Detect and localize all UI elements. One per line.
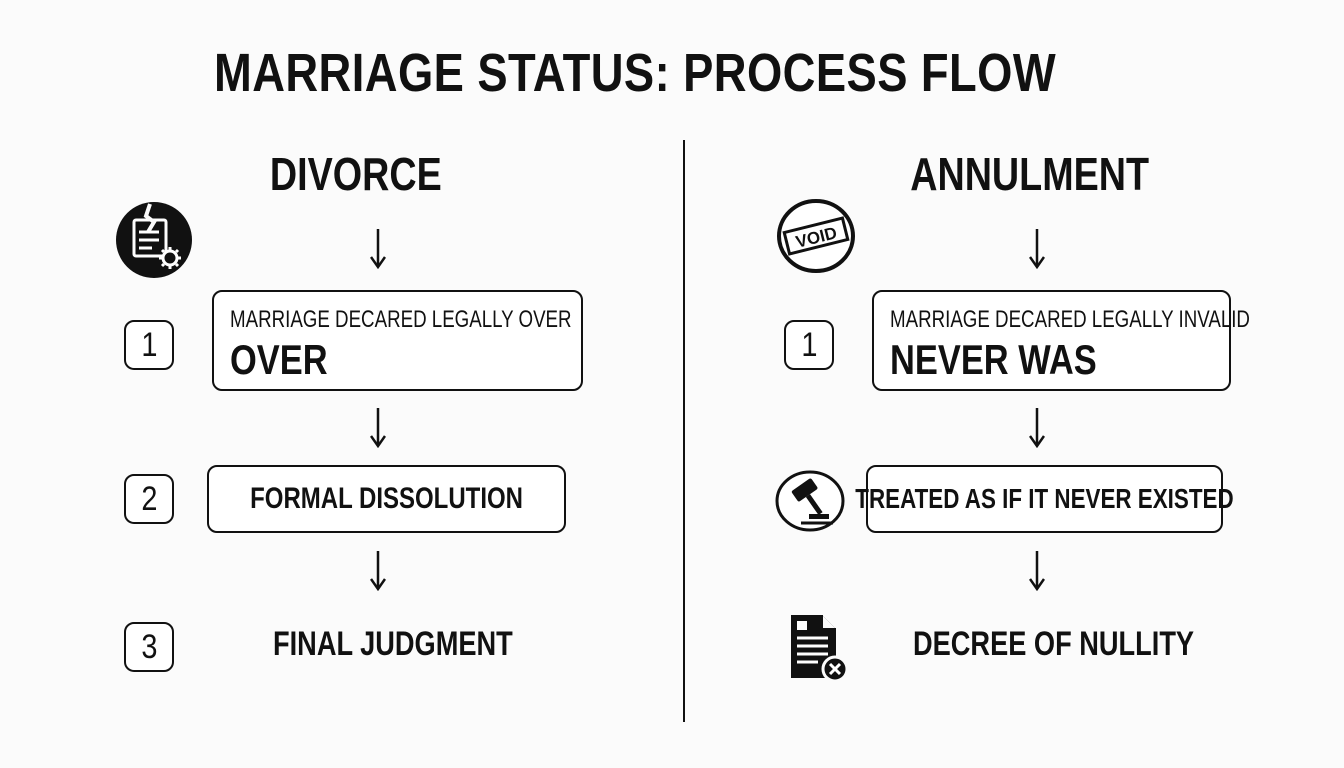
step-number-badge: 2 bbox=[124, 474, 174, 524]
annulment-heading: ANNULMENT bbox=[910, 148, 1150, 200]
step-number-badge: 1 bbox=[124, 320, 174, 370]
annulment-step1-box: MARRIAGE DECARED LEGALLY INVALID NEVER W… bbox=[872, 290, 1250, 391]
flow-arrow bbox=[1029, 551, 1045, 591]
flow-arrow bbox=[1029, 229, 1045, 269]
divorce-step1-box: MARRIAGE DECARED LEGALLY OVER OVER bbox=[212, 290, 583, 391]
step-number-badge: 1 bbox=[784, 320, 834, 370]
divorce-step2-box: FORMAL DISSOLUTION bbox=[207, 465, 566, 533]
flow-arrow bbox=[370, 408, 386, 448]
step-number-badge: 3 bbox=[124, 622, 174, 672]
void-stamp-icon: VOID bbox=[777, 199, 855, 273]
divorce-heading: DIVORCE bbox=[270, 148, 442, 200]
document-cancel-icon bbox=[791, 615, 849, 683]
step-emphasis: NEVER WAS bbox=[890, 336, 1097, 383]
column-divider bbox=[683, 140, 685, 722]
step-description: MARRIAGE DECARED LEGALLY INVALID bbox=[890, 306, 1250, 333]
step-label: TREATED AS IF IT NEVER EXISTED bbox=[855, 483, 1234, 514]
gavel-icon bbox=[775, 470, 845, 532]
annulment-step2-box: TREATED AS IF IT NEVER EXISTED bbox=[855, 465, 1234, 533]
divorce-step3-label: FINAL JUDGMENT bbox=[273, 625, 513, 663]
flow-arrow bbox=[370, 229, 386, 269]
broken-document-gear-icon bbox=[116, 202, 192, 278]
diagram-title: MARRIAGE STATUS: PROCESS FLOW bbox=[214, 43, 1057, 103]
flow-arrow bbox=[370, 551, 386, 591]
annulment-step3-label: DECREE OF NULLITY bbox=[913, 625, 1195, 663]
step-label: FORMAL DISSOLUTION bbox=[250, 482, 523, 515]
step-description: MARRIAGE DECARED LEGALLY OVER bbox=[230, 306, 572, 333]
step-emphasis: OVER bbox=[230, 336, 328, 383]
flow-arrow bbox=[1029, 408, 1045, 448]
